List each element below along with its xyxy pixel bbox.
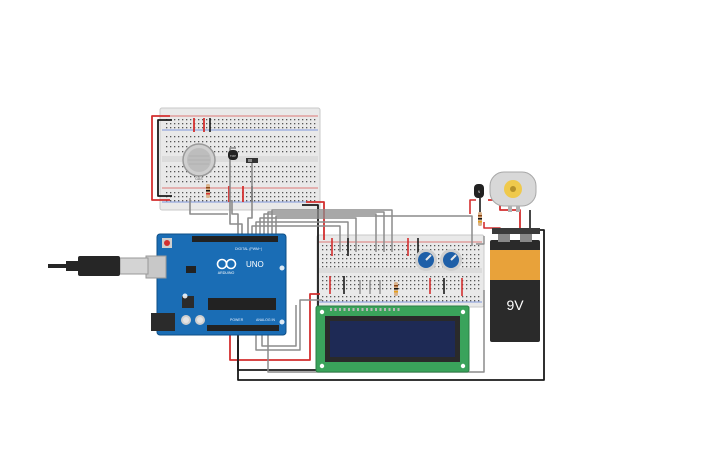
power-header-label: POWER [230, 318, 244, 322]
usb-port[interactable] [145, 255, 167, 279]
lcd-screen [330, 321, 455, 357]
arduino-uno[interactable]: DIGITAL (PWM~) POWER ANALOG IN ARDUINO U… [145, 233, 287, 336]
reset-button[interactable] [164, 240, 170, 246]
motor-transistor[interactable]: N [474, 184, 484, 198]
digital-header-label: DIGITAL (PWM~) [235, 247, 262, 251]
lcd-display[interactable] [315, 305, 470, 373]
potentiometer-1[interactable] [415, 249, 437, 271]
power-jack[interactable] [151, 313, 175, 331]
resistor-bottom[interactable] [394, 282, 398, 296]
slide-switch[interactable] [246, 158, 258, 163]
resistor-top[interactable] [206, 184, 210, 198]
potentiometer-2[interactable] [440, 249, 462, 271]
breadboard-top[interactable] [159, 107, 321, 211]
arduino-model-label: UNO [246, 260, 264, 269]
temperature-sensor-label: TMP [230, 154, 236, 158]
arduino-logo-text: ARDUINO [218, 271, 235, 275]
gas-sensor-label: GAS [195, 177, 203, 181]
battery-9v[interactable]: 9V [490, 228, 540, 342]
motor-transistor-label: N [478, 190, 481, 194]
temperature-sensor[interactable]: TMP [228, 150, 238, 160]
analog-header-label: ANALOG IN [256, 318, 276, 322]
usb-cable[interactable] [48, 256, 149, 276]
resistor-motor[interactable] [478, 212, 482, 226]
breadboard-bottom[interactable] [316, 234, 485, 308]
atmega-chip [208, 298, 276, 310]
dc-motor[interactable] [489, 171, 537, 212]
battery-label: 9V [506, 297, 524, 313]
gas-sensor[interactable]: GAS [182, 143, 216, 181]
arduino-logo: ARDUINO UNO [216, 258, 264, 275]
